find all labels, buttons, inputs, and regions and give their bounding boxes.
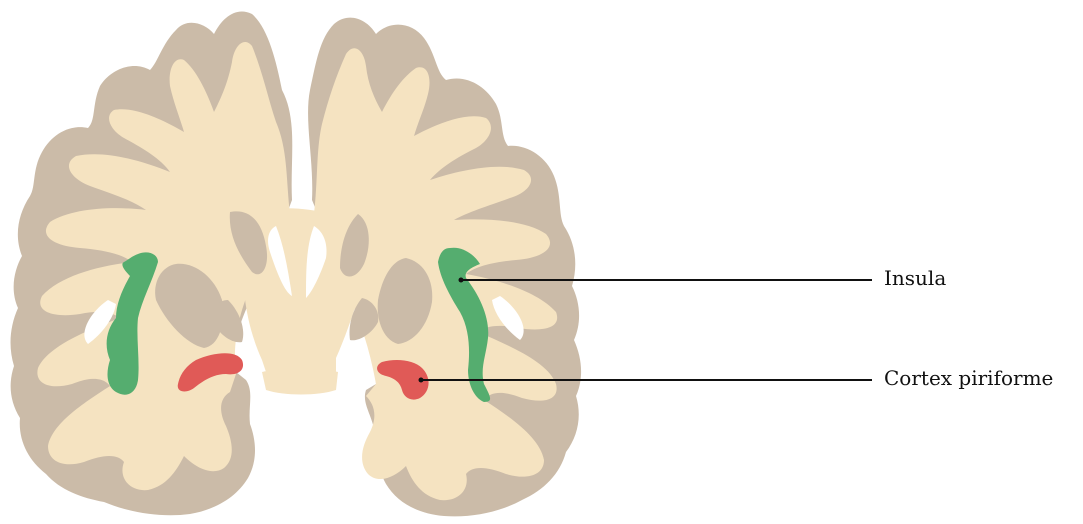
piriform-cortex-label: Cortex piriforme xyxy=(884,366,1053,390)
insula-leader-dot xyxy=(459,278,464,283)
longitudinal-fissure xyxy=(295,100,307,204)
insula-label: Insula xyxy=(884,266,946,290)
piriform-leader-dot xyxy=(419,378,424,383)
brainstem-white-matter xyxy=(262,369,338,395)
